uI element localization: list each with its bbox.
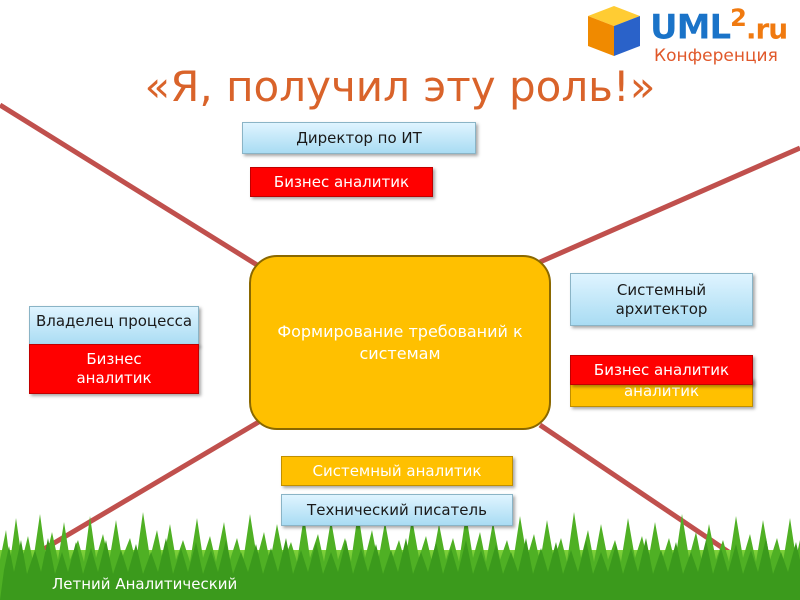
line-top-right [538, 145, 800, 265]
logo-wordmark: UML2.ru [650, 4, 788, 48]
role-director-it: Директор по ИТ [242, 122, 476, 154]
role-process-owner: Владелец процесса [29, 306, 199, 346]
role-business-analyst-left: Бизнес аналитик [29, 344, 199, 394]
cube-logo-icon [588, 6, 640, 56]
slide-title: «Я, получил эту роль!» [144, 62, 656, 111]
role-business-analyst-top: Бизнес аналитик [250, 167, 433, 197]
logo-subtitle: Конференция [654, 46, 778, 66]
footer-text: Летний Аналитический [52, 575, 238, 593]
grass-image [0, 510, 800, 600]
logo: UML2.ru Конференция [580, 2, 800, 70]
grass-icon [0, 512, 800, 600]
role-system-architect: Системный архитектор [570, 273, 753, 326]
role-system-analyst: Системный аналитик [281, 456, 513, 486]
role-business-analyst-right: Бизнес аналитик [570, 355, 753, 385]
role-technical-writer: Технический писатель [281, 494, 513, 526]
center-requirements: Формирование требований к системам [249, 255, 551, 430]
line-top-left [0, 102, 264, 271]
